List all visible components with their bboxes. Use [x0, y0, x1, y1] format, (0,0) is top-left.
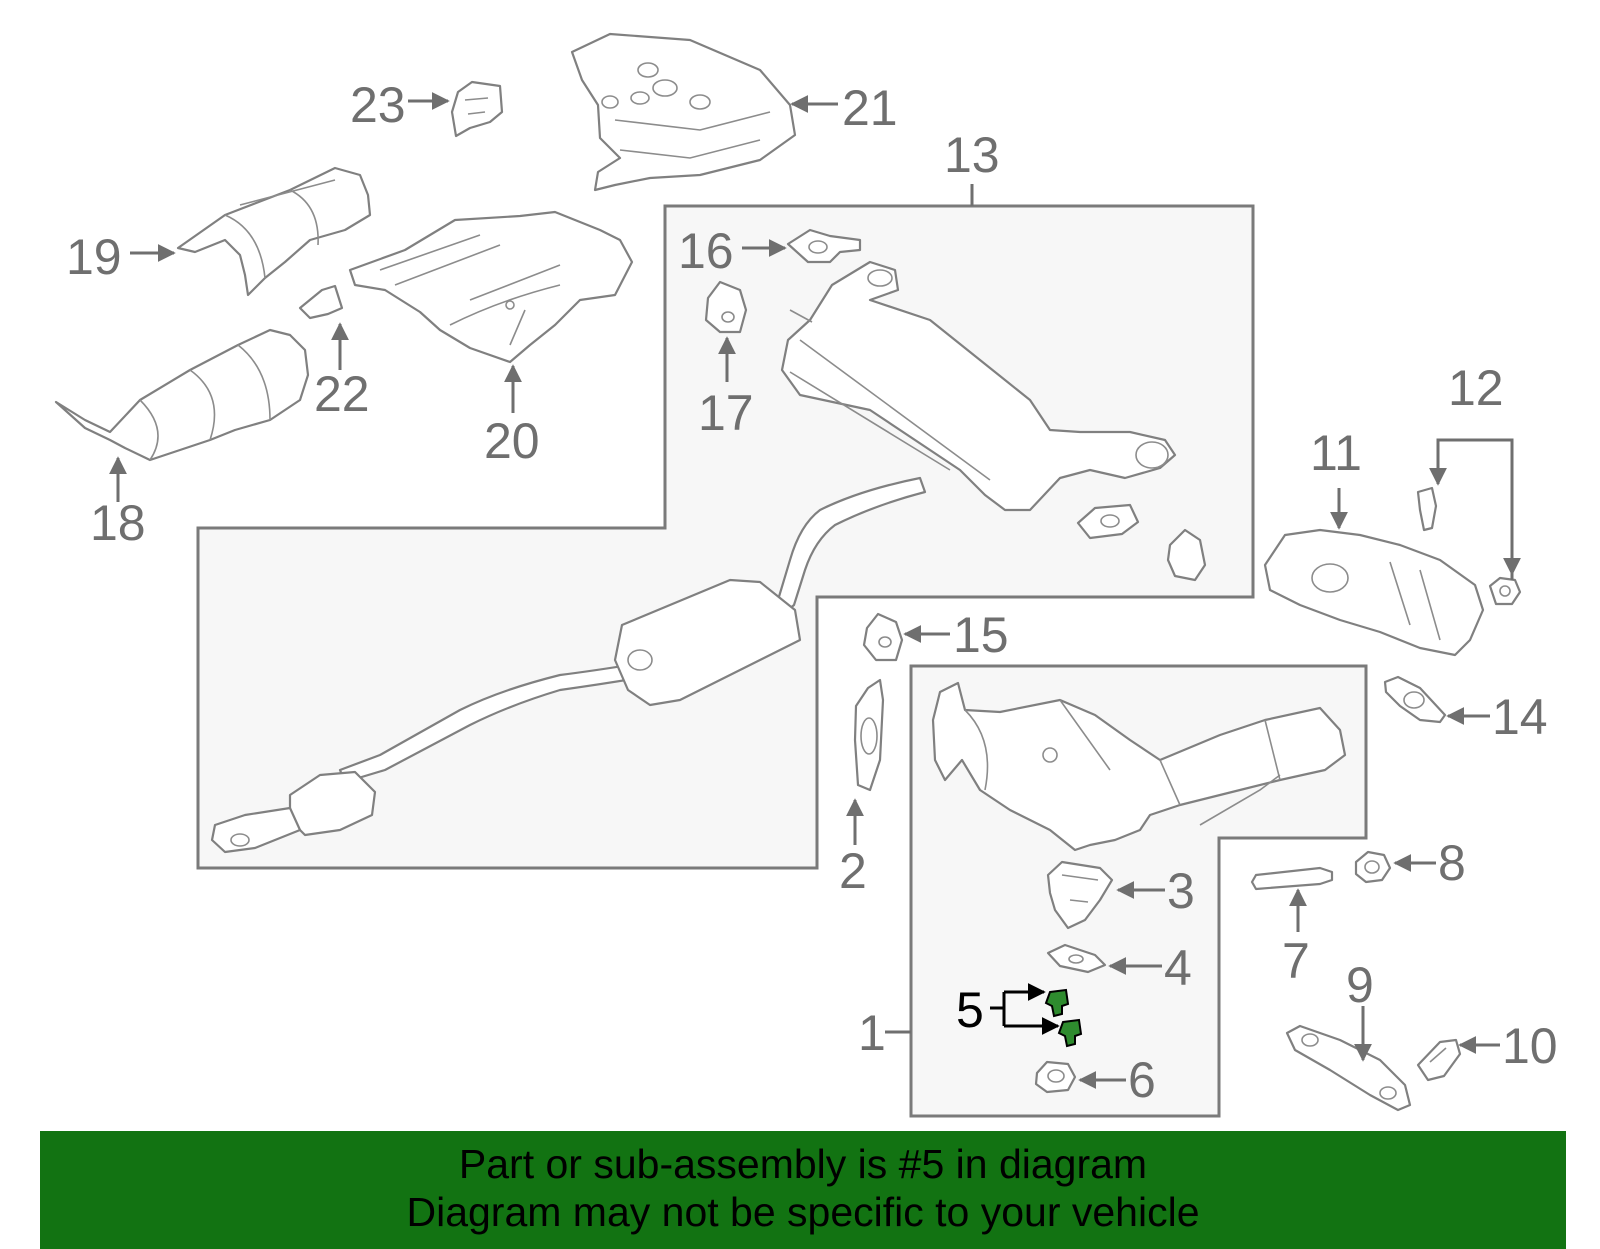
callout-6: 6: [1128, 1052, 1156, 1108]
callout-15: 15: [953, 607, 1009, 663]
hanger-17: [704, 280, 748, 334]
gasket-16: [786, 228, 862, 264]
gasket-flange: [1076, 503, 1140, 540]
gasket-9: [1285, 1024, 1412, 1112]
callout-2: 2: [839, 843, 867, 899]
clip-22: [298, 284, 344, 320]
front-resonator: [210, 770, 377, 854]
bracket-3: [1046, 860, 1114, 930]
callout-labels: 23 21 13 19 16 22 17 20 12 11 18 15 14 8…: [66, 77, 1558, 1108]
bolt-5-highlighted: [1044, 988, 1083, 1048]
callout-13: 13: [944, 127, 1000, 183]
nut-12: [1488, 576, 1522, 606]
sensor-10: [1416, 1038, 1462, 1082]
converter-assembly-1: [931, 681, 1347, 852]
gasket-2: [853, 678, 885, 792]
heat-shield-11: [1263, 528, 1485, 657]
callout-14: 14: [1492, 689, 1548, 745]
callout-21: 21: [842, 80, 898, 136]
gasket-4: [1046, 943, 1107, 974]
callout-22: 22: [314, 366, 370, 422]
callout-5: 5: [956, 982, 984, 1038]
bolt-5a: [1044, 988, 1070, 1018]
callout-9: 9: [1346, 957, 1374, 1013]
bolt-5b: [1057, 1018, 1083, 1048]
hanger-15: [862, 612, 904, 662]
gasket-14: [1383, 675, 1447, 724]
callout-20: 20: [484, 413, 540, 469]
callout-12: 12: [1448, 360, 1504, 416]
callout-3: 3: [1167, 863, 1195, 919]
nut-6: [1034, 1060, 1077, 1094]
heat-shield-18: [54, 328, 310, 462]
rear-muffler: [780, 260, 1177, 512]
stud-7: [1250, 866, 1334, 891]
callout-11: 11: [1310, 425, 1362, 481]
callout-10: 10: [1502, 1018, 1558, 1074]
callout-19: 19: [66, 229, 122, 285]
heat-shield-21: [570, 32, 797, 192]
callout-18: 18: [90, 495, 146, 551]
heat-shield-19: [176, 166, 372, 297]
callout-16: 16: [678, 223, 734, 279]
banner-line-2: Diagram may not be specific to your vehi…: [406, 1189, 1200, 1235]
bracket-23: [450, 80, 504, 138]
callout-4: 4: [1164, 940, 1192, 996]
leader-lines: [109, 92, 1521, 1089]
center-muffler: [613, 578, 802, 707]
hanger-rear: [1166, 528, 1207, 582]
info-banner: Part or sub-assembly is #5 in diagram Di…: [40, 1131, 1566, 1249]
heat-shield-20: [348, 210, 634, 364]
callout-8: 8: [1438, 835, 1466, 891]
callout-1: 1: [858, 1005, 886, 1061]
banner-line-1: Part or sub-assembly is #5 in diagram: [458, 1141, 1148, 1187]
nut-8: [1354, 850, 1392, 884]
bolt-12: [1416, 486, 1438, 532]
callout-7: 7: [1282, 933, 1310, 989]
callout-23: 23: [350, 77, 406, 133]
callout-17: 17: [698, 385, 754, 441]
